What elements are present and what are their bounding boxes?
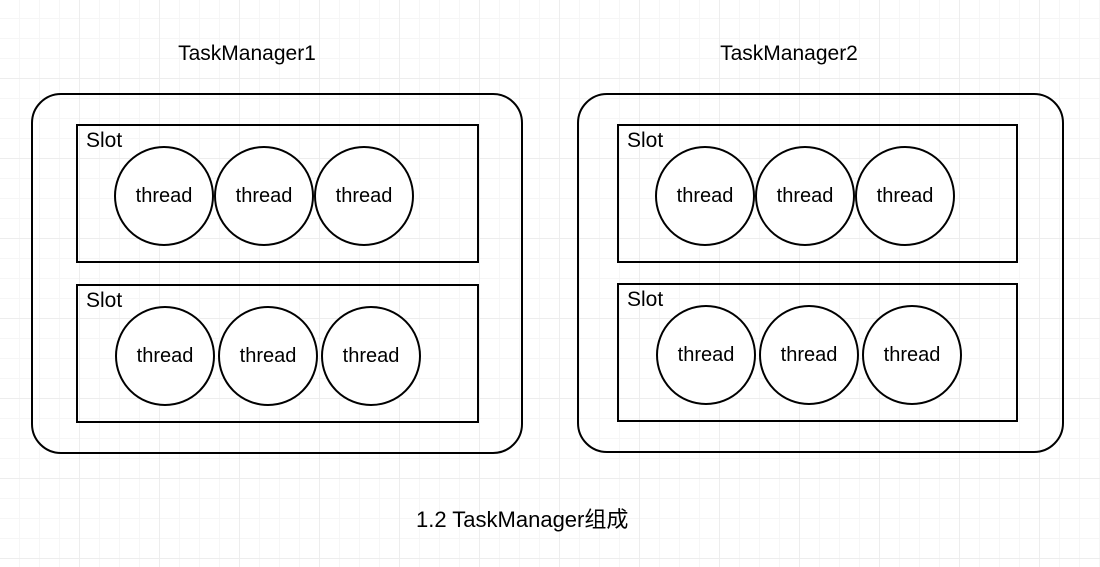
- slot-label: Slot: [627, 129, 664, 152]
- slot-label: Slot: [86, 129, 123, 152]
- taskmanager-1-slot-1: Slot thread thread thread: [76, 124, 479, 263]
- taskmanager-1-box: [31, 93, 523, 454]
- thread-circle: thread: [321, 306, 421, 406]
- thread-circle: thread: [314, 146, 414, 246]
- taskmanager-2-slot-1: Slot thread thread thread: [617, 124, 1018, 263]
- slot-label: Slot: [627, 288, 664, 311]
- thread-circle: thread: [218, 306, 318, 406]
- thread-circle: thread: [114, 146, 214, 246]
- taskmanager-2-box: [577, 93, 1064, 453]
- thread-circle: thread: [855, 146, 955, 246]
- taskmanager-2-title: TaskManager2: [720, 42, 858, 65]
- taskmanager-2-slot-2: Slot thread thread thread: [617, 283, 1018, 422]
- taskmanager-1-slot-2: Slot thread thread thread: [76, 284, 479, 423]
- thread-circle: thread: [214, 146, 314, 246]
- diagram-caption: 1.2 TaskManager组成: [416, 507, 629, 532]
- slot-label: Slot: [86, 289, 123, 312]
- thread-circle: thread: [115, 306, 215, 406]
- thread-circle: thread: [862, 305, 962, 405]
- thread-circle: thread: [759, 305, 859, 405]
- thread-circle: thread: [656, 305, 756, 405]
- taskmanager-1-title: TaskManager1: [178, 42, 316, 65]
- thread-circle: thread: [755, 146, 855, 246]
- thread-circle: thread: [655, 146, 755, 246]
